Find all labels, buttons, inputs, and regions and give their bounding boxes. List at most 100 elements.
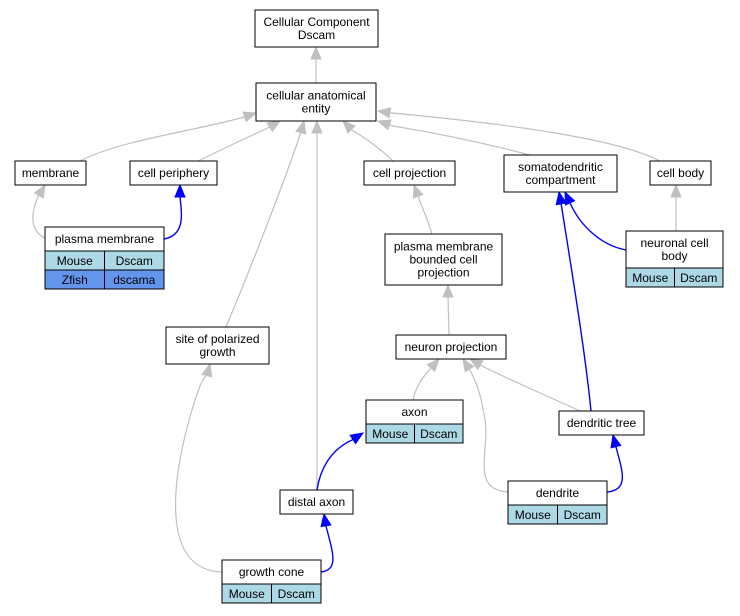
edge-dt-to-somato xyxy=(555,190,592,412)
arrowhead xyxy=(426,358,440,373)
annotation-cell xyxy=(557,504,608,525)
arrowhead xyxy=(295,119,307,135)
node-dt[interactable]: dendritic tree xyxy=(558,410,645,436)
node-label: plasma membrane xyxy=(55,232,155,246)
arrowhead xyxy=(311,119,323,134)
edge-somato-to-cae xyxy=(376,119,531,156)
node-label: membrane xyxy=(22,166,80,180)
edge-cellbody-to-cae xyxy=(376,107,661,162)
annotation-cell xyxy=(414,423,464,444)
node-distal[interactable]: distal axon xyxy=(279,489,354,515)
edge-pm-to-membrane xyxy=(32,183,48,240)
node-label: distal axon xyxy=(288,495,345,509)
edge-axon-to-np xyxy=(412,358,440,401)
node-label: neuron projection xyxy=(405,340,498,354)
edge-distal-to-axon xyxy=(316,432,365,491)
edge-ncb-to-somato xyxy=(564,190,627,251)
species-label: Mouse xyxy=(57,254,93,268)
arrowhead xyxy=(242,111,258,123)
gene-label: Dscam xyxy=(278,587,315,601)
node-label: Dscam xyxy=(298,28,335,42)
edge-pmbcp-to-cellproj xyxy=(412,183,433,235)
edge-ncb-to-cellbody xyxy=(670,183,682,231)
edge-cellproj-to-cae xyxy=(342,120,394,162)
node-cellper[interactable]: cell periphery xyxy=(129,160,218,186)
node-label: compartment xyxy=(525,173,596,187)
node-label: bounded cell xyxy=(409,253,477,267)
node-label: growth xyxy=(199,345,235,359)
arrowhead xyxy=(376,119,392,131)
species-label: Mouse xyxy=(372,427,408,441)
edge-distal-to-cae xyxy=(311,119,323,490)
species-label: Mouse xyxy=(229,587,265,601)
gene-label: Dscam xyxy=(420,427,457,441)
node-label: dendritic tree xyxy=(567,416,637,430)
edge-pm-to-cellper xyxy=(163,183,186,240)
node-label: growth cone xyxy=(239,565,305,579)
edge-dendrite-to-dt xyxy=(606,433,623,493)
arrowhead xyxy=(320,512,332,528)
edge-dendrite-to-np xyxy=(462,357,509,493)
species-label: Mouse xyxy=(632,271,668,285)
node-label: site of polarized xyxy=(175,332,259,346)
node-label: Cellular Component xyxy=(263,15,370,29)
node-label: plasma membrane xyxy=(394,240,494,254)
species-label: Zfish xyxy=(62,273,88,287)
gene-label: dscama xyxy=(113,273,155,287)
arrowhead xyxy=(174,183,186,198)
node-cellproj[interactable]: cell projection xyxy=(363,160,456,186)
node-np[interactable]: neuron projection xyxy=(395,334,507,360)
arrowhead xyxy=(266,120,282,133)
gene-label: Dscam xyxy=(116,254,153,268)
arrowhead xyxy=(33,183,46,199)
node-label: projection xyxy=(417,266,469,280)
node-label: entity xyxy=(302,102,331,116)
edge-spg-to-cae xyxy=(225,119,307,328)
arrowhead xyxy=(468,358,484,371)
node-label: neuronal cell xyxy=(640,236,708,250)
node-label: cell body xyxy=(657,166,704,180)
edge-gc-to-distal xyxy=(320,512,334,573)
arrowhead xyxy=(442,283,454,298)
annotation-cell xyxy=(271,583,322,604)
arrowhead xyxy=(412,183,424,199)
arrowhead xyxy=(349,432,365,445)
annotation-cell xyxy=(104,269,165,290)
node-label: somatodendritic xyxy=(518,160,603,174)
arrowhead xyxy=(462,357,475,373)
arrowhead xyxy=(555,190,567,206)
species-label: Mouse xyxy=(515,508,551,522)
arrowhead xyxy=(342,120,356,134)
arrowhead xyxy=(610,433,622,449)
arrowhead xyxy=(376,107,392,119)
annotation-cell xyxy=(674,267,724,288)
node-membrane[interactable]: membrane xyxy=(14,160,87,186)
edge-gc-to-spg xyxy=(174,362,223,573)
node-label: cell periphery xyxy=(138,166,209,180)
node-cellbody[interactable]: cell body xyxy=(649,160,712,186)
edge-cellper-to-cae xyxy=(197,120,282,162)
gene-label: Dscam xyxy=(564,508,601,522)
node-label: cellular anatomical xyxy=(266,89,365,103)
edge-dt-to-np xyxy=(468,358,581,412)
gene-label: Dscam xyxy=(680,271,717,285)
node-label: dendrite xyxy=(536,486,580,500)
arrowhead xyxy=(564,190,576,206)
arrowhead xyxy=(201,362,213,378)
arrowhead xyxy=(310,45,322,60)
edge-membrane-to-cae xyxy=(79,111,258,162)
edge-cae-to-cc xyxy=(310,45,322,83)
node-label: cell projection xyxy=(373,166,446,180)
